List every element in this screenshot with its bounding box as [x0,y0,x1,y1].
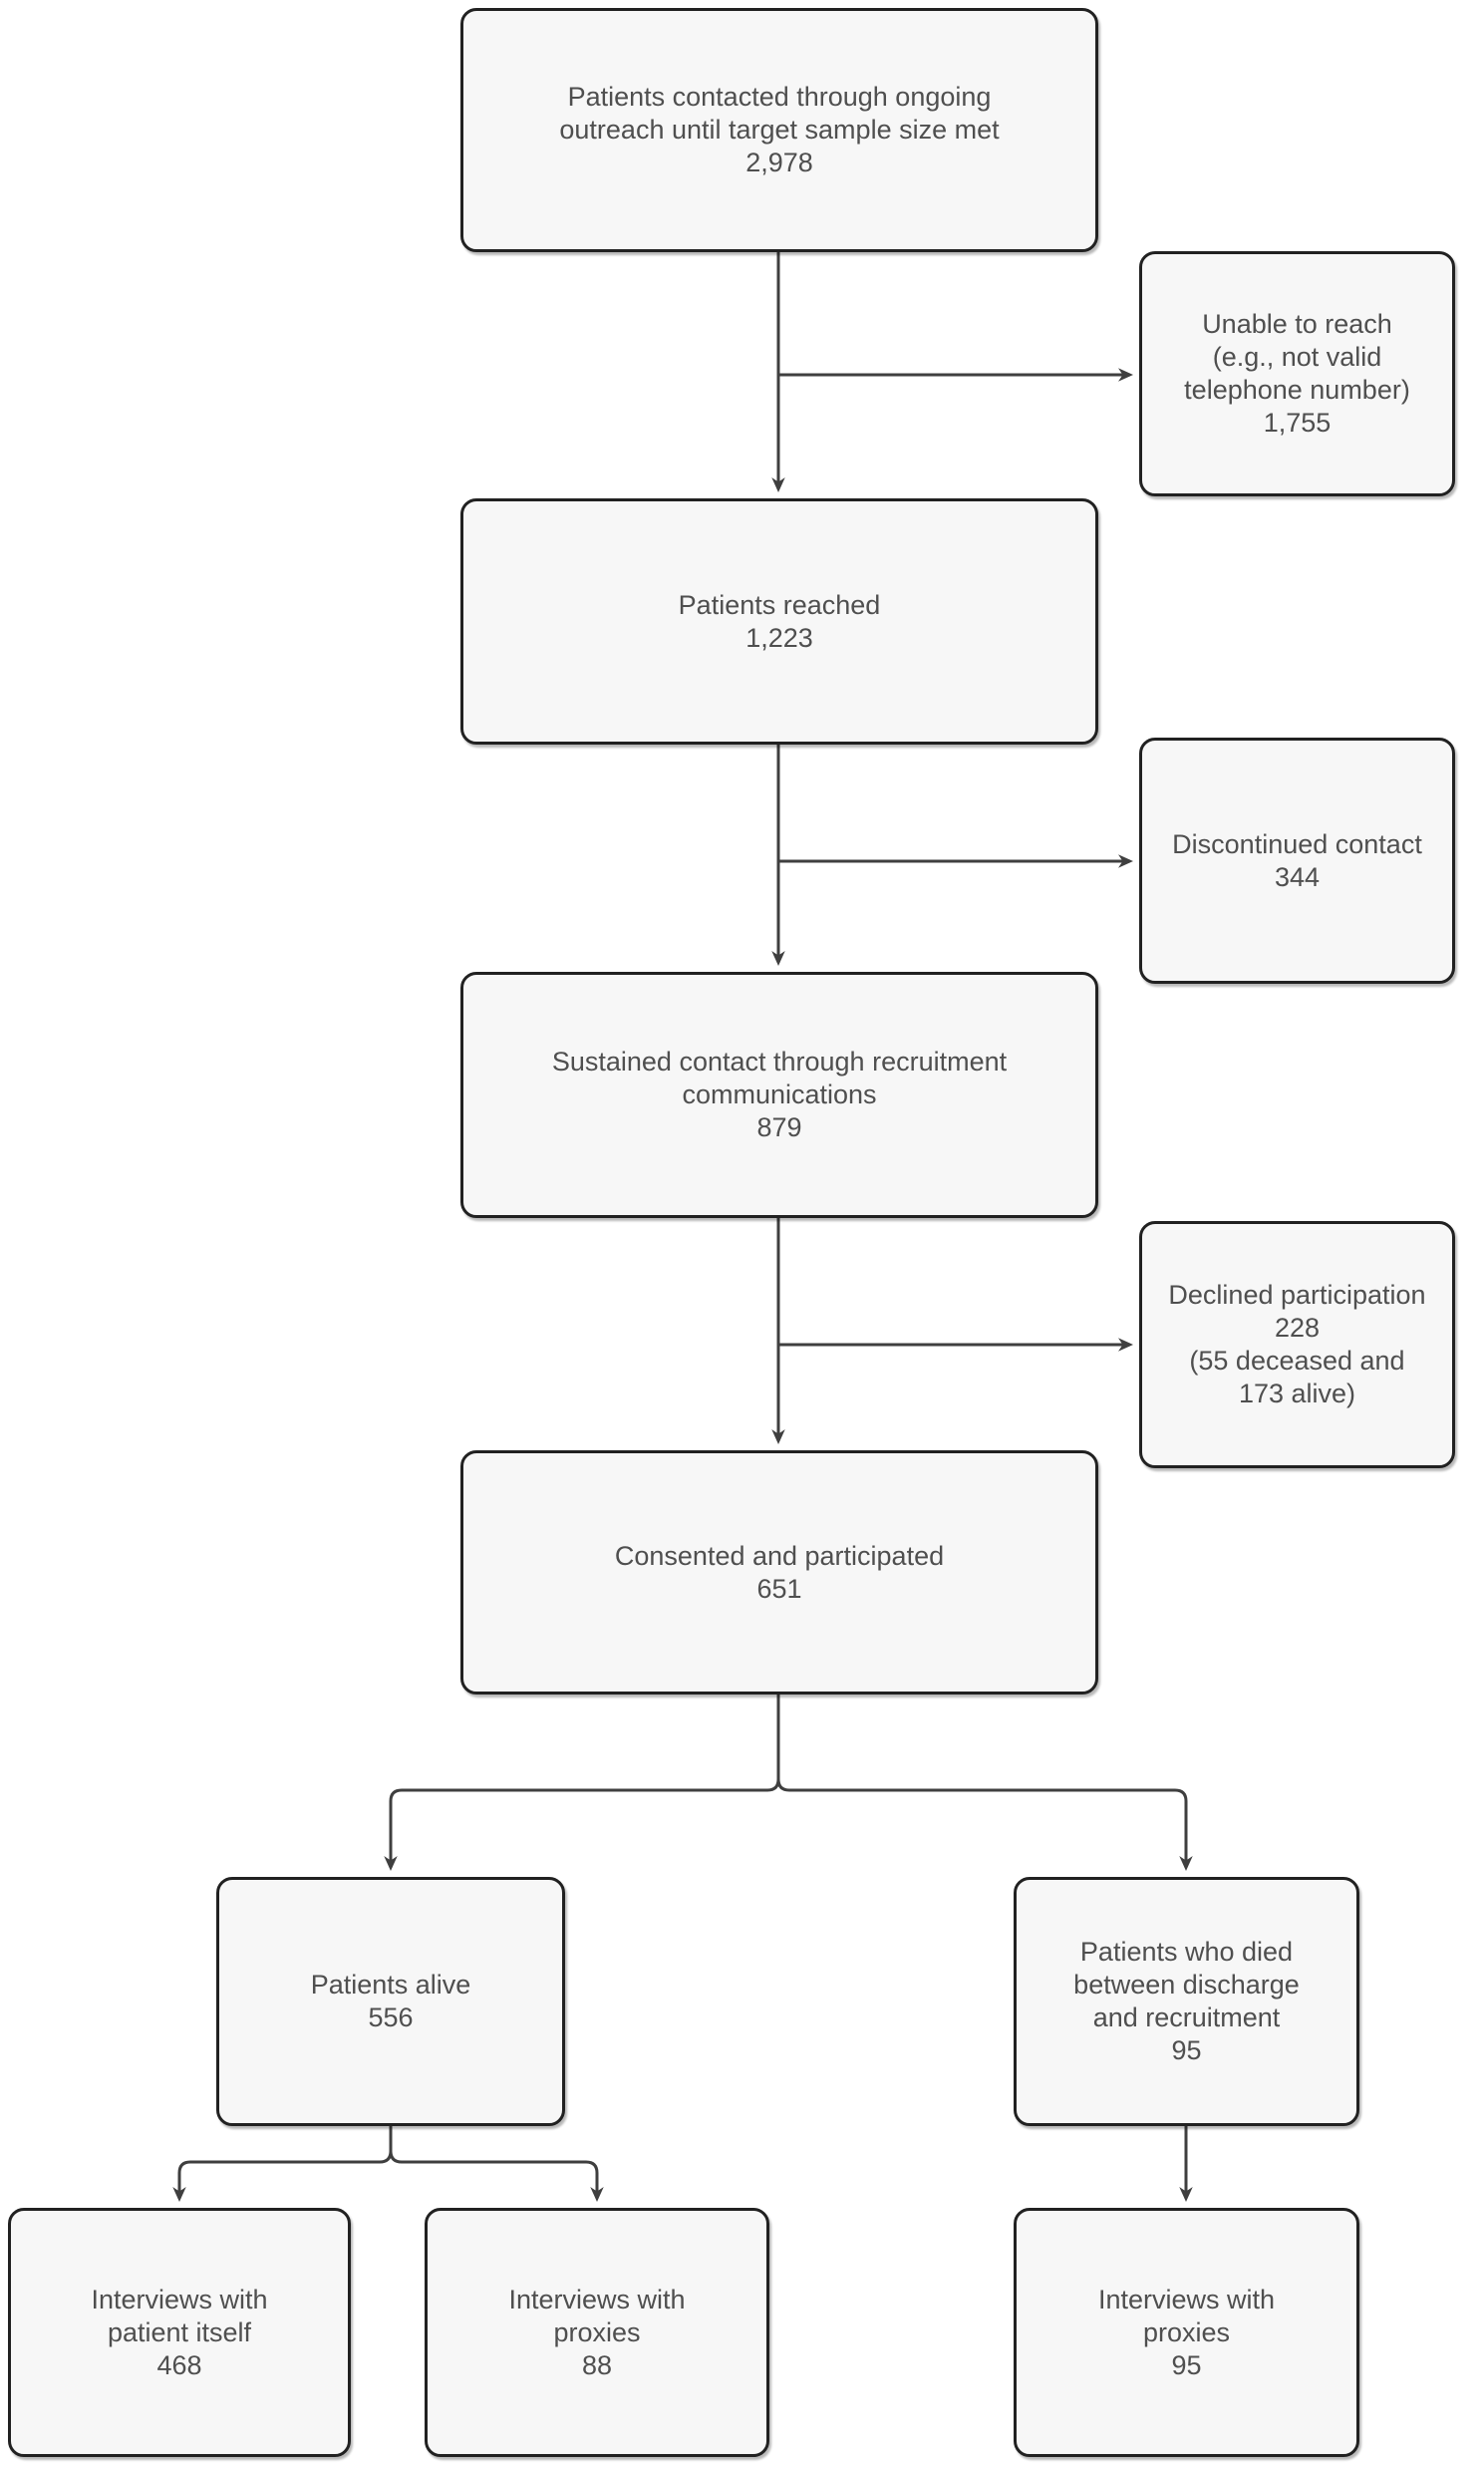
node-label-line: Patients who died [1079,1937,1294,1967]
connector-alive-to-interview-proxies [389,2126,604,2202]
node-label-line: Discontinued contact [1172,828,1422,859]
node-patients-reached: Patients reached 1,223 [460,498,1098,745]
connector-consented-to-died [776,1695,1193,1871]
connector-consented-to-alive [384,1695,780,1871]
node-label-line: and recruitment [1092,2003,1281,2032]
node-patients-contacted: Patients contacted through ongoing outre… [460,8,1098,252]
node-label-line: proxies [553,2316,641,2347]
node-value: 88 [581,2349,613,2380]
node-label-line: Unable to reach [1202,309,1392,339]
node-label-line: Patients alive [310,1970,471,2000]
node-label-line: Patients contacted through ongoing [567,82,992,112]
node-unable-to-reach: Unable to reach (e.g., not valid telepho… [1139,251,1455,496]
node-value: 1,755 [1263,408,1332,438]
node-label-line: Interviews with [1097,2284,1276,2314]
node-value: 95 [1171,2349,1202,2380]
node-label-line: Sustained contact through recruitment [551,1047,1008,1077]
node-label-line: Interviews with [508,2284,686,2314]
node-value: 228 [1274,1313,1321,1343]
node-value: 1,223 [745,622,813,653]
node-value: 468 [156,2349,202,2380]
node-label-line: telephone number) [1184,375,1410,405]
node-label-line: Patients reached [678,589,881,620]
node-discontinued-contact: Discontinued contact 344 [1139,738,1455,984]
node-label-line: outreach until target sample size met [559,115,1000,145]
node-consented: Consented and participated 651 [460,1450,1098,1695]
connector-alive-to-interview-patient [172,2126,393,2202]
node-label-line: 173 alive) [1238,1379,1356,1408]
node-label-line: communications [682,1079,877,1109]
node-label-line: Interviews with [91,2284,268,2314]
node-patients-died: Patients who died between discharge and … [1014,1877,1359,2126]
node-patients-alive: Patients alive 556 [216,1877,565,2126]
node-label-line: patient itself [107,2316,252,2347]
node-interviews-patient: Interviews with patient itself 468 [8,2208,351,2457]
node-value: 556 [368,2003,414,2032]
node-label-line: proxies [1142,2316,1231,2347]
node-value: 95 [1171,2035,1202,2065]
node-label-line: between discharge [1073,1970,1300,2000]
node-value: 2,978 [745,148,813,177]
node-label-line: Consented and participated [614,1540,945,1571]
node-interviews-proxies-alive: Interviews with proxies 88 [425,2208,769,2457]
node-label-line: (e.g., not valid [1212,342,1382,372]
node-value: 651 [756,1573,802,1604]
node-value: 344 [1274,861,1321,892]
node-declined-participation: Declined participation 228 (55 deceased … [1139,1221,1455,1468]
node-label-line: (55 deceased and [1189,1346,1405,1376]
node-label-line: Declined participation [1168,1280,1426,1310]
node-value: 879 [756,1112,802,1142]
node-interviews-proxies-died: Interviews with proxies 95 [1014,2208,1359,2457]
node-sustained-contact: Sustained contact through recruitment co… [460,972,1098,1218]
